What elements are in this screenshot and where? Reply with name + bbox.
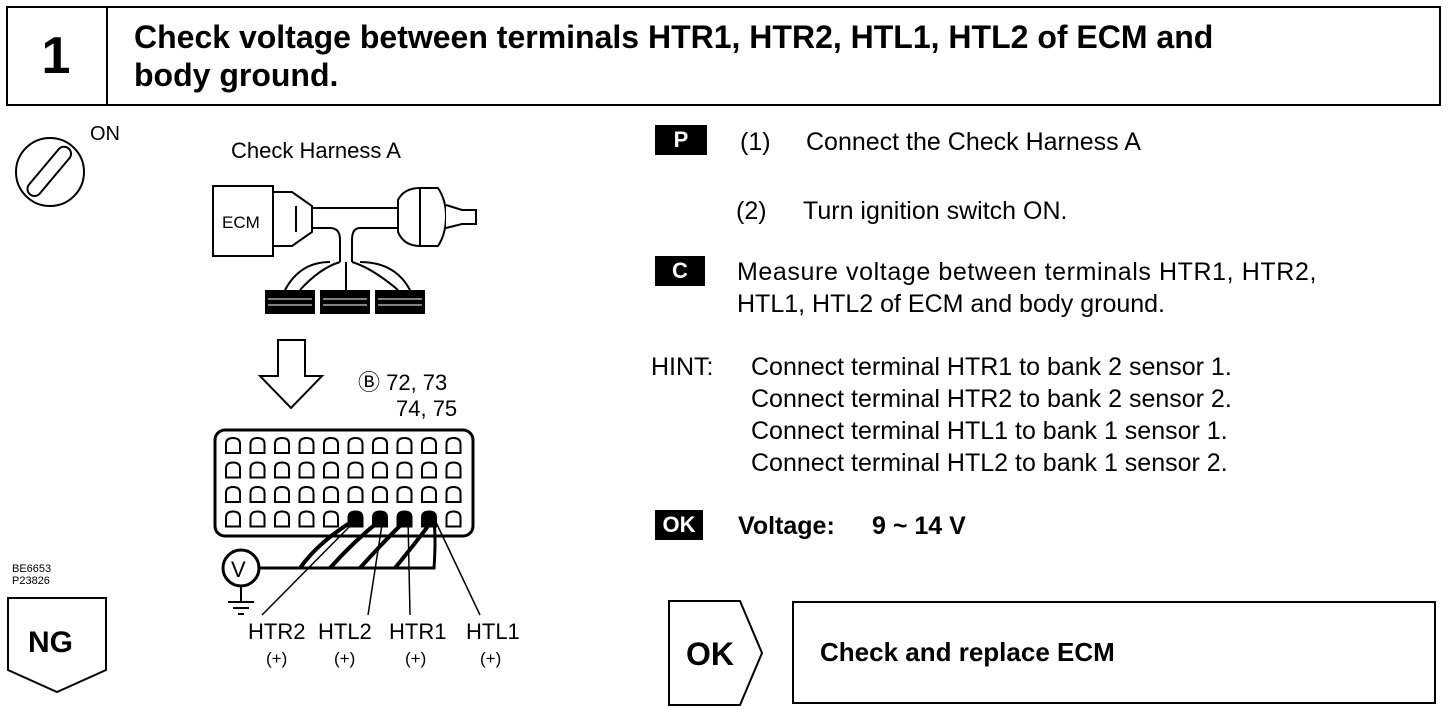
connector-pin bbox=[298, 510, 315, 528]
step-title-line1: Check voltage between terminals HTR1, HT… bbox=[134, 19, 1214, 55]
voltmeter-icon: V bbox=[221, 548, 261, 615]
connector-pin bbox=[445, 436, 462, 454]
connector-pin bbox=[372, 436, 388, 454]
connector-pin bbox=[298, 461, 315, 479]
voltage-label: Voltage: bbox=[738, 512, 835, 540]
terminal-label-htr1: HTR1 bbox=[389, 619, 446, 644]
hint-item: Connect terminal HTR1 to bank 2 sensor 1… bbox=[751, 353, 1232, 381]
ecm-label: ECM bbox=[222, 213, 260, 232]
connector-pin bbox=[372, 485, 388, 503]
figure-code-2: P23826 bbox=[12, 575, 50, 587]
connector-pin bbox=[274, 510, 290, 528]
terminal-label-htr2: HTR2 bbox=[248, 619, 305, 644]
harness-label: Check Harness A bbox=[231, 138, 401, 163]
badge-ok: OK bbox=[655, 510, 703, 540]
wiring-diagram: ON Check Harness A ECM bbox=[7, 123, 520, 694]
connector-pin bbox=[445, 510, 462, 528]
connector-pin bbox=[347, 436, 364, 454]
connector-pin bbox=[421, 436, 437, 454]
badge-p: P bbox=[655, 125, 707, 155]
connector-pin bbox=[396, 461, 413, 479]
step-title: Check voltage between terminals HTR1, HT… bbox=[134, 18, 1414, 94]
probe-wires bbox=[259, 516, 481, 616]
terminal-label-htl1: HTL1 bbox=[466, 619, 520, 644]
voltage-value: 9 ~ 14 V bbox=[872, 512, 966, 540]
step-title-line2: body ground. bbox=[134, 57, 339, 93]
harness-cable bbox=[284, 207, 411, 291]
measure-line1: Measure voltage between terminals HTR1, … bbox=[737, 258, 1318, 286]
terminal-label-htl2: HTL2 bbox=[318, 619, 372, 644]
ng-label: NG bbox=[28, 626, 73, 659]
hint-item: Connect terminal HTR2 to bank 2 sensor 2… bbox=[751, 385, 1232, 413]
polarity-htr2: (+) bbox=[266, 649, 287, 668]
breakout-blocks bbox=[265, 290, 425, 314]
connector-code: Ⓑ 72, 73 bbox=[358, 370, 447, 395]
connector-pin bbox=[323, 436, 339, 454]
hint-label: HINT: bbox=[651, 353, 714, 381]
measure-instruction: Measure voltage between terminals HTR1, … bbox=[737, 256, 1437, 320]
step-number: 1 bbox=[6, 6, 108, 106]
ok-action-box: Check and replace ECM bbox=[792, 601, 1436, 704]
harness-right-connector bbox=[397, 187, 477, 247]
connector-pin bbox=[323, 485, 339, 503]
connector-pin bbox=[323, 461, 339, 479]
figure-code-1: BE6653 bbox=[12, 563, 51, 575]
step2-text: Turn ignition switch ON. bbox=[803, 197, 1068, 225]
connector-pin bbox=[445, 485, 462, 503]
connector-pin bbox=[298, 436, 315, 454]
connector-pin bbox=[421, 461, 437, 479]
hint-list: Connect terminal HTR1 to bank 2 sensor 1… bbox=[751, 351, 1232, 479]
connector-pin bbox=[347, 461, 364, 479]
ok-result-arrow: OK bbox=[668, 600, 764, 706]
down-arrow-icon bbox=[257, 339, 325, 410]
ignition-on-label: ON bbox=[90, 123, 120, 145]
step1-number: (1) bbox=[740, 128, 771, 156]
connector-pin bbox=[274, 485, 290, 503]
connector-pin bbox=[323, 510, 339, 528]
ok-label: OK bbox=[686, 636, 734, 672]
connector-pin bbox=[421, 485, 437, 503]
connector-pin bbox=[249, 510, 266, 528]
step2-number: (2) bbox=[736, 197, 767, 225]
connector-pin bbox=[225, 510, 241, 528]
connector-pin bbox=[225, 461, 241, 479]
connector-pin bbox=[249, 436, 266, 454]
ecm-box: ECM bbox=[212, 185, 274, 257]
ng-result-box: NG bbox=[7, 597, 107, 694]
connector-pin bbox=[225, 485, 241, 503]
connector-pin bbox=[274, 461, 290, 479]
polarity-htl1: (+) bbox=[480, 649, 501, 668]
step-header-box bbox=[6, 6, 1441, 106]
connector-pin bbox=[225, 436, 241, 454]
badge-c: C bbox=[655, 256, 705, 286]
connector-pin bbox=[396, 485, 413, 503]
step1-text: Connect the Check Harness A bbox=[806, 128, 1141, 156]
connector-pin bbox=[396, 436, 413, 454]
connector-pin bbox=[372, 461, 388, 479]
harness-left-connector bbox=[272, 191, 313, 247]
connector-pin bbox=[445, 461, 462, 479]
connector-pin bbox=[249, 461, 266, 479]
voltmeter-symbol: V bbox=[231, 557, 246, 582]
connector-pin bbox=[274, 436, 290, 454]
connector-pin bbox=[298, 485, 315, 503]
polarity-htl2: (+) bbox=[334, 649, 355, 668]
hint-item: Connect terminal HTL1 to bank 1 sensor 1… bbox=[751, 417, 1228, 445]
measure-line2: HTL1, HTL2 of ECM and body ground. bbox=[737, 290, 1166, 318]
connector-code-line2: 74, 75 bbox=[396, 396, 457, 421]
ok-action-text: Check and replace ECM bbox=[820, 637, 1115, 667]
hint-item: Connect terminal HTL2 to bank 1 sensor 2… bbox=[751, 449, 1228, 477]
ignition-key-icon bbox=[15, 137, 85, 207]
connector-pin bbox=[249, 485, 266, 503]
polarity-htr1: (+) bbox=[405, 649, 426, 668]
connector-pin bbox=[347, 485, 364, 503]
